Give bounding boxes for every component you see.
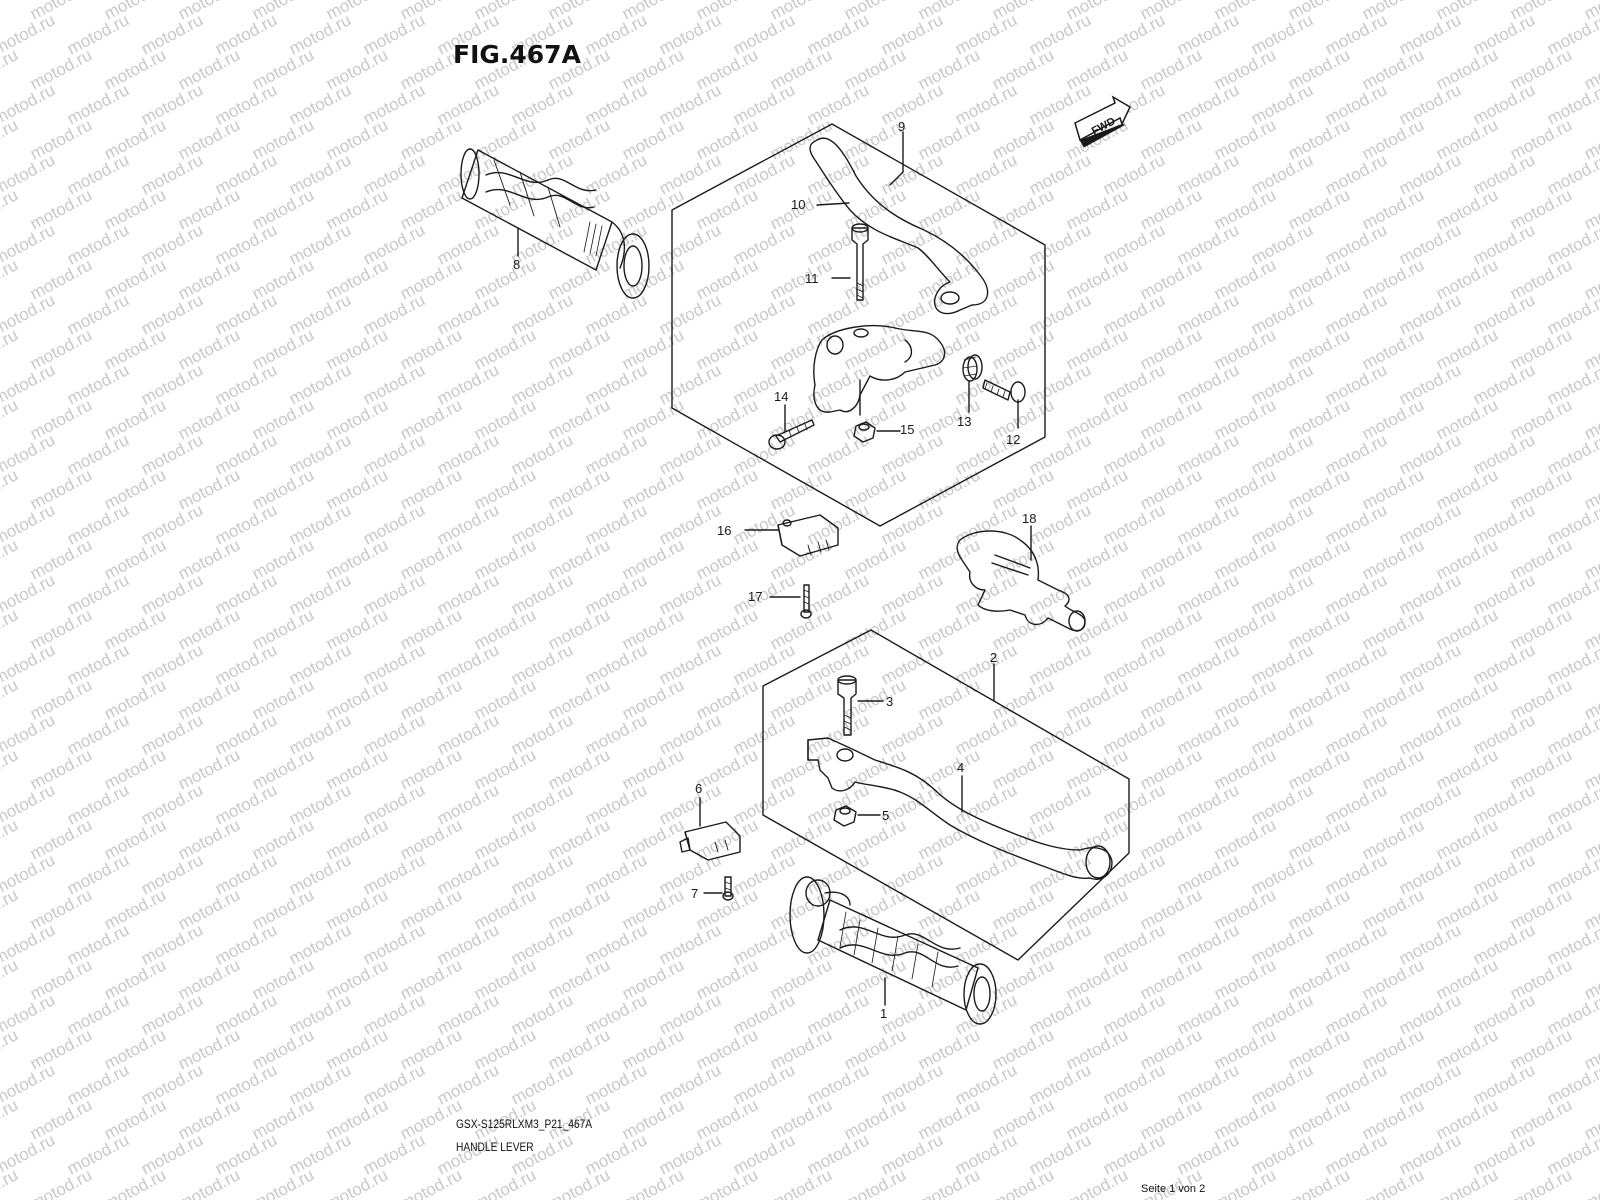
callout-17: 17 [748,589,762,604]
callout-10: 10 [791,197,805,212]
callout-2: 2 [990,650,997,665]
callout-13: 13 [957,414,971,429]
watermark-text: motod.ru [0,1095,21,1143]
watermark-text: motod.ru [1544,10,1600,58]
watermark-text: motod.ru [1544,220,1600,268]
watermark-text: motod.ru [0,255,21,303]
watermark-text: motod.ru [1544,640,1600,688]
watermark-text: motod.ru [471,1165,539,1200]
watermark-text: motod.ru [1544,360,1600,408]
watermark-text: motod.ru [323,1165,391,1200]
watermark-text: motod.ru [1544,710,1600,758]
watermark-text: motod.ru [0,1025,21,1073]
clutch-lever-group-outline [671,123,1046,527]
watermark-text: motod.ru [0,395,21,443]
callout-5: 5 [882,808,889,823]
watermark-text: motod.ru [0,815,21,863]
callout-11: 11 [805,271,819,286]
watermark-text: motod.ru [1433,1165,1501,1200]
callout-12: 12 [1006,432,1020,447]
watermark-text: motod.ru [397,1165,465,1200]
adjuster-nut-part[interactable] [962,354,983,382]
watermark-text: motod.ru [0,885,21,933]
watermark-text: motod.ru [1063,1165,1131,1200]
model-code: GSX-S125RLXM3_P21_467A [456,1117,593,1131]
watermark-text: motod.ru [989,1165,1057,1200]
watermark-text: motod.ru [1544,570,1600,618]
watermark-text: motod.ru [0,325,21,373]
watermark-text: motod.ru [1544,920,1600,968]
watermark-text: motod.ru [0,745,21,793]
figure-title: FIG.467A [453,40,581,69]
callout-14: 14 [774,389,788,404]
watermark-text: motod.ru [101,1165,169,1200]
callout-1: 1 [880,1006,887,1021]
callout-9: 9 [898,119,905,134]
callout-15: 15 [900,422,914,437]
page-indicator: Seite 1 von 2 [1141,1183,1206,1195]
watermark-text: motod.ru [1581,1165,1600,1200]
watermark-text: motod.ru [545,1165,613,1200]
watermark-text: motod.ru [0,185,21,233]
watermark-text: motod.ru [1544,850,1600,898]
watermark-text: motod.ru [1544,1130,1600,1178]
callout-3: 3 [886,694,893,709]
watermark-text: motod.ru [0,955,21,1003]
watermark-text: motod.ru [1544,990,1600,1038]
watermark-text: motod.ru [1285,1165,1353,1200]
watermark-text: motod.ru [0,465,21,513]
watermark-text: motod.ru [1507,1165,1575,1200]
watermark-text: motod.ru [0,675,21,723]
callout-8: 8 [513,257,520,272]
watermark-text: motod.ru [0,535,21,583]
watermark-text: motod.ru [1211,1165,1279,1200]
watermark-text: motod.ru [1544,290,1600,338]
watermark-text: motod.ru [767,1165,835,1200]
callout-16: 16 [717,523,731,538]
figure-description: HANDLE LEVER [456,1140,534,1154]
watermark-text: motod.ru [1544,780,1600,828]
watermark-text: motod.ru [1544,430,1600,478]
watermark-text: motod.ru [0,45,21,93]
watermark-text: motod.ru [1359,1165,1427,1200]
watermark-text: motod.ru [0,115,21,163]
callout-18: 18 [1022,511,1036,526]
watermark-text: motod.ru [619,1165,687,1200]
watermark-text: motod.ru [693,1165,761,1200]
callout-4: 4 [957,760,964,775]
watermark-text: motod.ru [915,1165,983,1200]
watermark-text: motod.ru [249,1165,317,1200]
watermark-text: motod.ru [1544,150,1600,198]
watermark-text: motod.ru [1544,1060,1600,1108]
watermark-text: motod.ru [1544,500,1600,548]
callout-7: 7 [691,886,698,901]
watermark-text: motod.ru [1581,0,1600,24]
watermark-text: motod.ru [1544,80,1600,128]
watermark-text: motod.ru [175,1165,243,1200]
watermark-text: motod.ru [27,1165,95,1200]
callout-6: 6 [695,781,702,796]
watermark-text: motod.ru [841,1165,909,1200]
watermark-text: motod.ru [0,1165,21,1200]
watermark-text: motod.ru [0,605,21,653]
watermark-text: motod.ru [0,0,21,24]
